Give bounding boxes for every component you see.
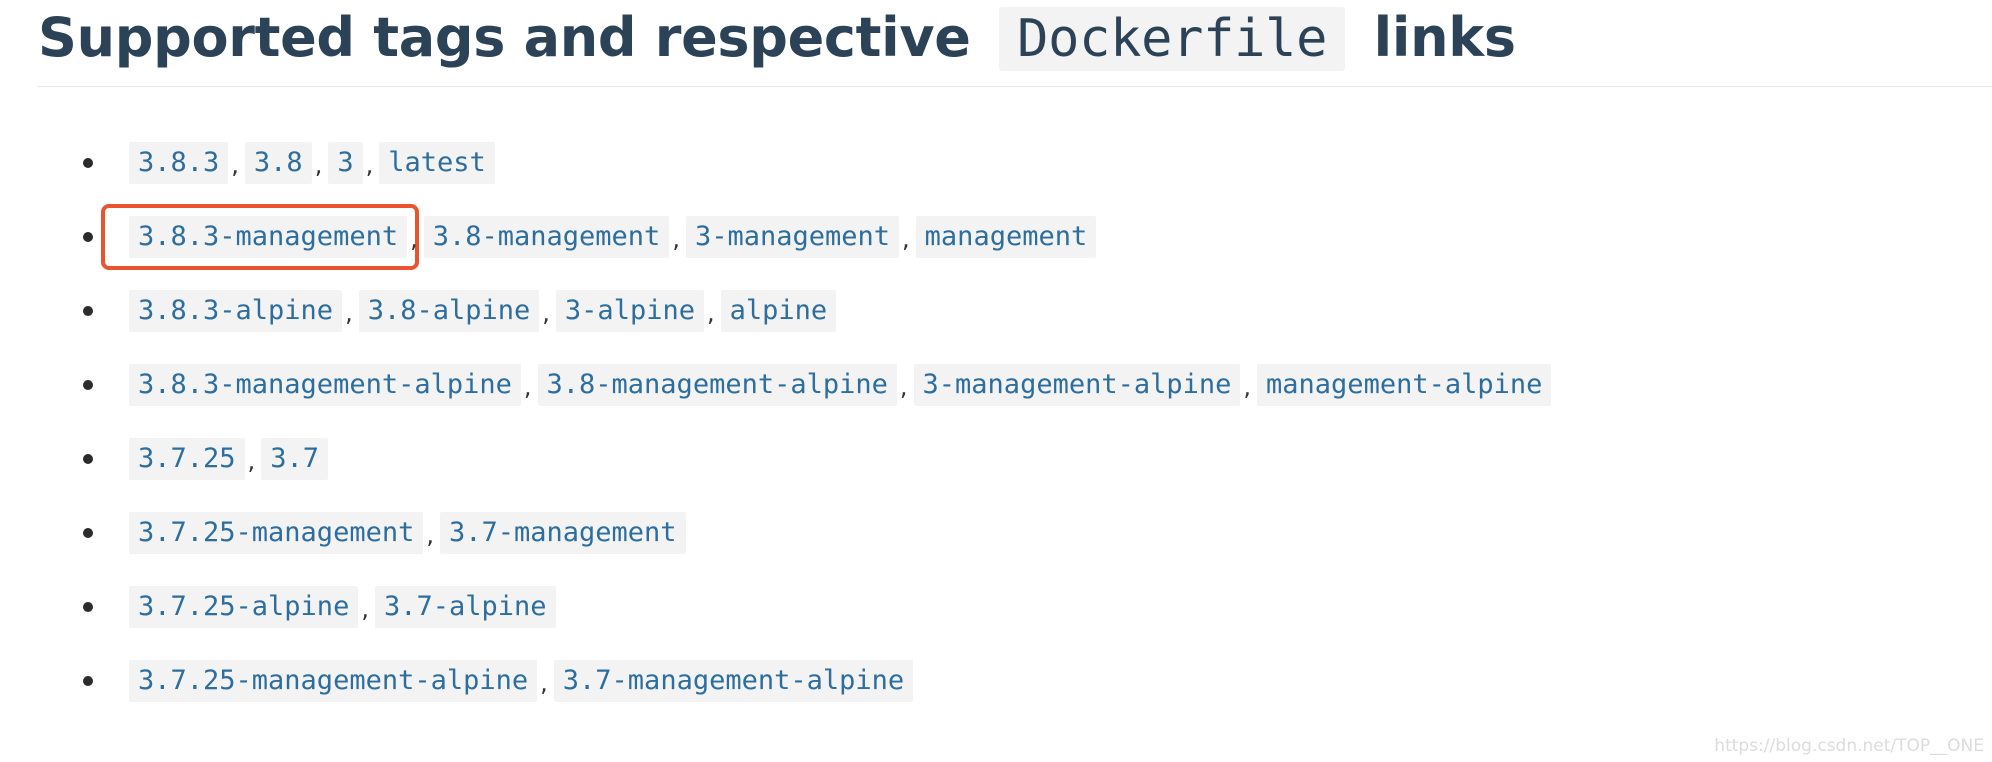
tag-link[interactable]: 3.7.25 bbox=[129, 438, 245, 480]
bullet-icon bbox=[83, 232, 93, 242]
tag-list-item: 3.7.25,3.7 bbox=[38, 436, 1551, 510]
heading-text-after: links bbox=[1373, 6, 1516, 69]
tag-link[interactable]: 3-management bbox=[685, 216, 900, 258]
tag-link[interactable]: 3.8-management-alpine bbox=[537, 364, 897, 406]
tag-link-highlighted[interactable]: 3.8.3-management bbox=[100, 204, 420, 270]
tag-link[interactable]: 3.8.3-management-alpine bbox=[129, 364, 521, 406]
tag-separator: , bbox=[540, 669, 548, 697]
tag-list-item: 3.8.3-management,3.8-management,3-manage… bbox=[38, 204, 1551, 288]
tag-link[interactable]: alpine bbox=[720, 290, 837, 332]
tag-separator: , bbox=[361, 595, 369, 623]
tag-separator: , bbox=[345, 299, 353, 327]
tag-link[interactable]: 3.7.25-management-alpine bbox=[129, 660, 538, 702]
tag-list-item: 3.7.25-management-alpine,3.7-management-… bbox=[38, 658, 1551, 732]
tag-link[interactable]: management bbox=[915, 216, 1097, 258]
tag-group: 3.8.3-alpine,3.8-alpine,3-alpine,alpine bbox=[129, 288, 837, 334]
tag-separator: , bbox=[1243, 373, 1252, 401]
tag-separator: , bbox=[231, 151, 239, 179]
bullet-icon bbox=[83, 602, 93, 612]
tag-separator: , bbox=[672, 225, 680, 253]
tag-link[interactable]: 3.7-management-alpine bbox=[553, 660, 914, 702]
bullet-icon bbox=[83, 306, 93, 316]
bullet-icon bbox=[83, 380, 93, 390]
bullet-icon bbox=[83, 158, 93, 168]
tag-separator: , bbox=[410, 225, 418, 253]
tag-link[interactable]: 3-alpine bbox=[555, 290, 704, 332]
tag-link[interactable]: 3.8.3 bbox=[129, 142, 229, 184]
tag-list-item: 3.7.25-management,3.7-management bbox=[38, 510, 1551, 584]
tag-group: 3.7.25-management,3.7-management bbox=[129, 510, 686, 556]
tag-link[interactable]: 3.7 bbox=[261, 438, 328, 480]
tag-group: 3.7.25,3.7 bbox=[129, 436, 328, 482]
page-heading: Supported tags and respective Dockerfile… bbox=[38, 0, 1992, 87]
tag-group: 3.7.25-alpine,3.7-alpine bbox=[129, 584, 556, 630]
tag-separator: , bbox=[523, 373, 532, 401]
heading-text-before: Supported tags and respective bbox=[38, 6, 971, 69]
tag-separator: , bbox=[314, 151, 323, 179]
tag-link[interactable]: 3.7.25-management bbox=[129, 512, 424, 554]
bullet-icon bbox=[83, 528, 93, 538]
tag-link[interactable]: latest bbox=[379, 142, 495, 184]
tag-link[interactable]: 3.7.25-alpine bbox=[129, 586, 359, 628]
tag-link[interactable]: management-alpine bbox=[1257, 364, 1552, 406]
tag-list-item: 3.8.3-alpine,3.8-alpine,3-alpine,alpine bbox=[38, 288, 1551, 362]
tag-group: 3.7.25-management-alpine,3.7-management-… bbox=[129, 658, 914, 704]
tag-separator: , bbox=[899, 373, 908, 401]
tag-link[interactable]: 3-management-alpine bbox=[913, 364, 1241, 406]
tag-list-item: 3.8.3-management-alpine,3.8-management-a… bbox=[38, 362, 1552, 436]
tag-link[interactable]: 3.8-alpine bbox=[358, 290, 540, 332]
tag-link[interactable]: 3.8.3-alpine bbox=[129, 290, 343, 332]
tag-separator: , bbox=[542, 299, 550, 327]
tag-separator: , bbox=[902, 225, 910, 253]
tag-link[interactable]: 3 bbox=[328, 142, 363, 184]
bullet-icon bbox=[83, 454, 93, 464]
tag-group: 3.8.3,3.8,3,latest bbox=[129, 140, 495, 186]
tag-separator: , bbox=[706, 299, 715, 327]
tag-link[interactable]: 3.8 bbox=[244, 142, 312, 184]
tag-separator: , bbox=[365, 151, 374, 179]
tag-link[interactable]: 3.7-management bbox=[439, 512, 686, 554]
tag-separator: , bbox=[426, 521, 434, 549]
bullet-icon bbox=[83, 676, 93, 686]
tag-separator: , bbox=[247, 447, 256, 475]
watermark: https://blog.csdn.net/TOP__ONE bbox=[1714, 736, 1984, 756]
tag-list-item: 3.8.3,3.8,3,latest bbox=[38, 140, 1551, 214]
tag-group: 3.8.3-management,3.8-management,3-manage… bbox=[100, 204, 1097, 270]
tag-list-item: 3.7.25-alpine,3.7-alpine bbox=[38, 584, 1551, 658]
tag-group: 3.8.3-management-alpine,3.8-management-a… bbox=[129, 362, 1552, 408]
heading-code-dockerfile: Dockerfile bbox=[999, 7, 1346, 71]
tag-link[interactable]: 3.8-management bbox=[423, 216, 670, 258]
readme-content: Supported tags and respective Dockerfile… bbox=[38, 0, 1992, 702]
tag-link[interactable]: 3.7-alpine bbox=[374, 586, 556, 628]
